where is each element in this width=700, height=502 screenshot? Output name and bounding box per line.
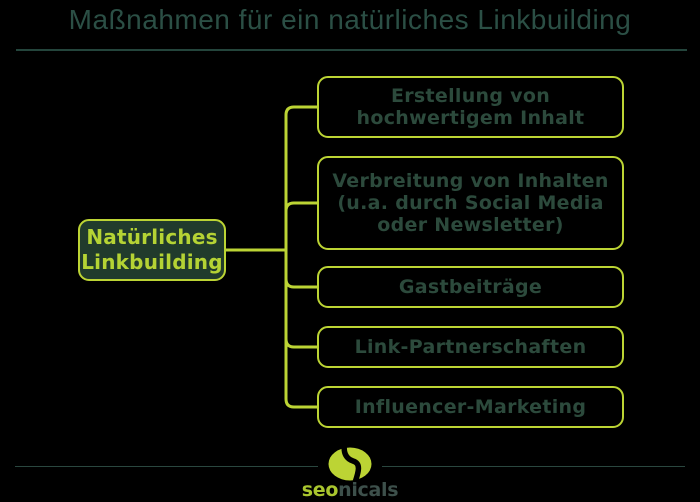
title-divider [16,49,687,51]
branch-node-box-3: Gastbeiträge [317,266,624,308]
branch-connector-line [284,250,317,349]
branch-connector-line [284,250,317,409]
branch-connector-line [284,201,317,250]
branch-label-line: Verbreitung von Inhalten [332,170,609,192]
branch-node-box-4: Link-Partnerschaften [317,326,624,368]
footer-divider-right [382,466,685,467]
brand-suffix: nicals [338,479,399,501]
branch-label-line: Gastbeiträge [398,276,543,298]
brand-prefix: seo [301,479,339,501]
page-title: Maßnahmen für ein natürliches Linkbuildi… [68,4,632,35]
branch-connector-line [284,250,317,289]
branch-connector-line [284,105,317,250]
root-node-box: Natürliches Linkbuilding [78,219,226,281]
branch-node-box-2: Verbreitung von Inhalten (u.a. durch Soc… [317,156,624,250]
branch-label-line: oder Newsletter) [377,214,564,236]
root-label-line: Linkbuilding [81,250,223,274]
branch-label-line: Influencer-Marketing [354,396,587,418]
branch-label-line: (u.a. durch Social Media [337,192,604,214]
branch-label-line: Link-Partnerschaften [354,336,587,358]
branch-node-box-1: Erstellung von hochwertigem Inhalt [317,76,624,138]
brand-wordmark: seonicals [0,479,700,501]
branch-label-line: hochwertigem Inhalt [356,107,585,129]
root-label-line: Natürliches [86,225,218,249]
branch-label-line: Erstellung von [390,85,551,107]
seonicals-logo-icon [328,447,372,481]
branch-node-box-5: Influencer-Marketing [317,386,624,428]
footer-divider-left [15,466,318,467]
